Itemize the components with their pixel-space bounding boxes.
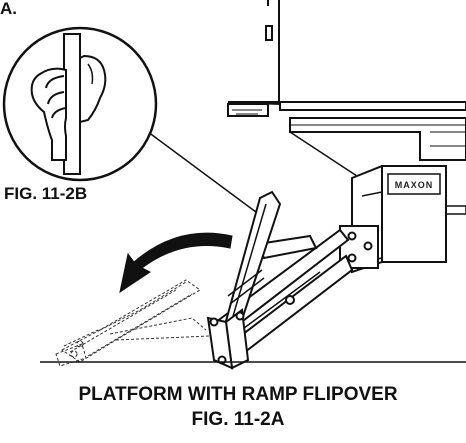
inset-detail [2,26,158,182]
inset-label: FIG. 11-2B [4,184,87,203]
platform-raised [206,190,282,370]
caption-line-2: FIG. 11-2A [192,409,285,430]
mount-bracket [339,225,379,269]
hand-grip-icon [30,54,107,161]
truck-body [227,0,466,215]
caption-line-1: PLATFORM WITH RAMP FLIPOVER [78,384,397,405]
top-fragment: A. [0,0,17,18]
curved-arrow-icon [119,232,233,294]
logo-text: MAXON [395,180,434,190]
leader-line [139,125,257,213]
platform-flipped-dashed [55,279,211,367]
lift-arms [214,228,354,364]
